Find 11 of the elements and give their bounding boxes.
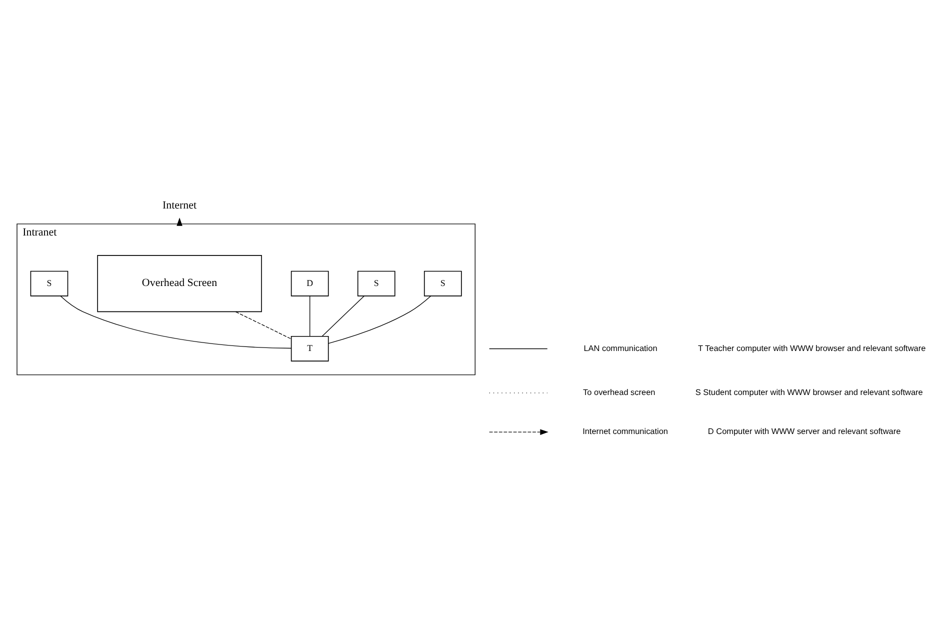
connector [322, 295, 364, 336]
node-box: Overhead Screen [97, 254, 262, 312]
node-box: D [290, 270, 329, 296]
node-box: S [357, 270, 396, 296]
node-text: Internet [162, 199, 197, 212]
node-box: S [30, 270, 68, 296]
connector [328, 295, 432, 344]
connector [235, 310, 292, 339]
node-box: T [290, 335, 329, 361]
node-box: S [424, 270, 462, 296]
connector [60, 295, 292, 348]
